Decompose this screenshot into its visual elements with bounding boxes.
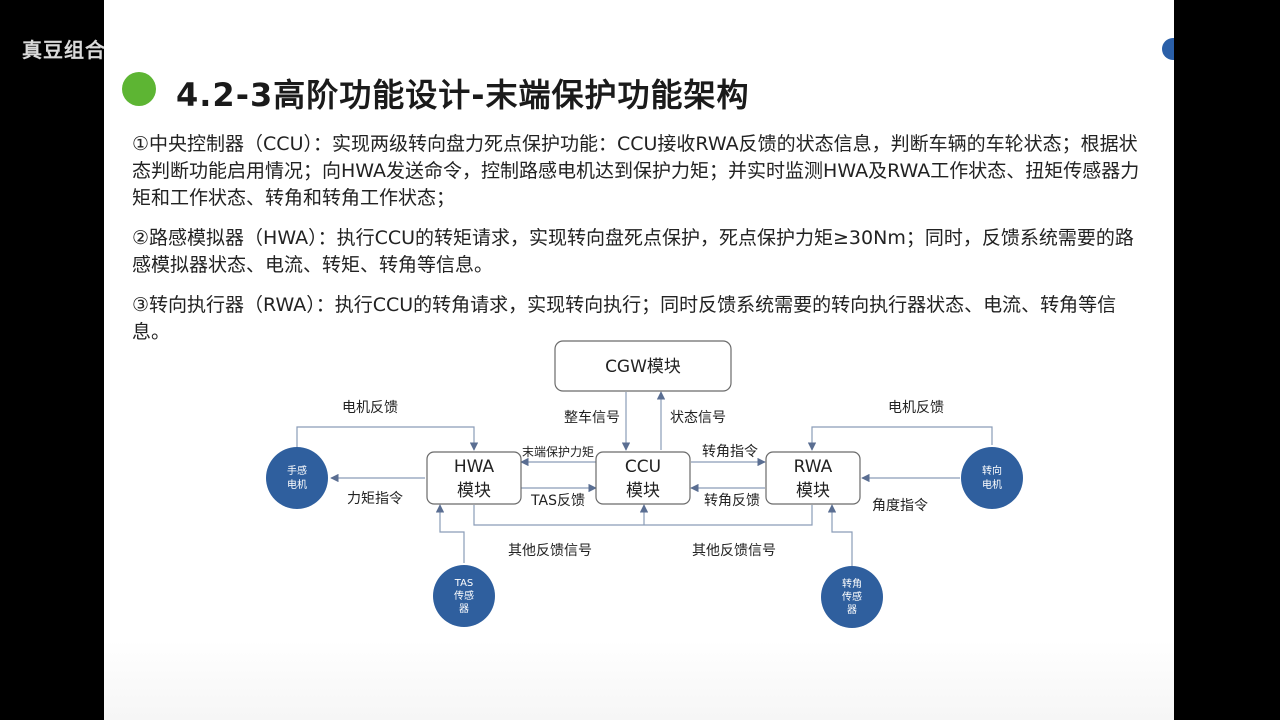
node-angle-sensor-line1: 转角 bbox=[842, 577, 862, 590]
node-hand-motor: 手感 电机 bbox=[266, 447, 328, 509]
diagram-edge-labels: 电机反馈 电机反馈 整车信号 状态信号 末端保护力矩 转角指令 TAS反馈 转角… bbox=[342, 400, 944, 559]
label-end-protection-torque: 末端保护力矩 bbox=[522, 445, 594, 459]
label-status-signal: 状态信号 bbox=[670, 410, 726, 426]
node-cgw: CGW模块 bbox=[554, 340, 732, 392]
node-hand-motor-line1: 手感 bbox=[287, 464, 307, 477]
node-cgw-label: CGW模块 bbox=[605, 357, 681, 377]
node-steer-motor: 转向 电机 bbox=[961, 447, 1023, 509]
edge-motor-feedback-left bbox=[296, 426, 479, 451]
node-ccu-line2: 模块 bbox=[626, 481, 660, 501]
node-hwa-line2: 模块 bbox=[457, 481, 491, 501]
title-bullet-icon bbox=[122, 72, 156, 106]
edge-motor-feedback-right bbox=[807, 426, 993, 451]
node-angle-sensor: 转角 传感 器 bbox=[821, 566, 883, 628]
label-vehicle-signal: 整车信号 bbox=[564, 409, 620, 426]
label-steer-angle-cmd: 转角指令 bbox=[702, 444, 758, 460]
paragraph-hwa: ②路感模拟器（HWA）：执行CCU的转矩请求，实现转向盘死点保护，死点保护力矩≥… bbox=[132, 227, 1134, 276]
watermark-text: 真豆组合 bbox=[22, 38, 106, 62]
node-steer-motor-line1: 转向 bbox=[982, 464, 1002, 477]
slide: 4.2-3高阶功能设计-末端保护功能架构 ①中央控制器（CCU）：实现两级转向盘… bbox=[104, 0, 1174, 720]
diagram-edges bbox=[296, 391, 993, 567]
node-ccu-line1: CCU bbox=[625, 457, 661, 477]
node-ccu: CCU 模块 bbox=[595, 451, 691, 505]
label-torque-cmd: 力矩指令 bbox=[347, 491, 403, 507]
label-angle-degree-cmd: 角度指令 bbox=[872, 498, 928, 514]
label-tas-feedback: TAS反馈 bbox=[530, 493, 585, 509]
edge-other-feedback-bus bbox=[473, 505, 813, 526]
node-hwa: HWA 模块 bbox=[426, 451, 522, 505]
architecture-diagram: 电机反馈 电机反馈 整车信号 状态信号 末端保护力矩 转角指令 TAS反馈 转角… bbox=[266, 340, 1023, 628]
edge-angle-sensor-link bbox=[827, 504, 853, 567]
label-other-feedback-left: 其他反馈信号 bbox=[508, 543, 592, 559]
node-rwa-line2: 模块 bbox=[796, 481, 830, 501]
node-angle-sensor-line2: 传感 bbox=[842, 590, 862, 603]
node-tas-sensor-line1: TAS bbox=[454, 578, 474, 589]
label-angle-feedback: 转角反馈 bbox=[704, 493, 760, 509]
node-rwa: RWA 模块 bbox=[765, 451, 861, 505]
node-hwa-line1: HWA bbox=[454, 457, 495, 477]
node-steer-motor-line2: 电机 bbox=[982, 478, 1002, 491]
edge-tas-sensor-link bbox=[435, 504, 465, 563]
label-motor-feedback-right: 电机反馈 bbox=[888, 400, 944, 416]
paragraph-rwa: ③转向执行器（RWA）：执行CCU的转角请求，实现转向执行；同时反馈系统需要的转… bbox=[132, 294, 1117, 343]
node-angle-sensor-line3: 器 bbox=[847, 604, 857, 616]
node-rwa-line1: RWA bbox=[794, 457, 833, 477]
label-other-feedback-right: 其他反馈信号 bbox=[692, 543, 776, 559]
label-motor-feedback-left: 电机反馈 bbox=[342, 400, 398, 416]
node-tas-sensor-line3: 器 bbox=[459, 603, 469, 615]
paragraph-ccu: ①中央控制器（CCU）：实现两级转向盘力死点保护功能：CCU接收RWA反馈的状态… bbox=[132, 133, 1140, 209]
slide-bottom-fade bbox=[104, 640, 1174, 720]
node-hand-motor-line2: 电机 bbox=[287, 478, 307, 491]
slide-title: 4.2-3高阶功能设计-末端保护功能架构 bbox=[176, 76, 750, 114]
logo-icon bbox=[1162, 38, 1174, 60]
node-tas-sensor: TAS 传感 器 bbox=[433, 565, 495, 627]
node-tas-sensor-line2: 传感 bbox=[454, 589, 474, 602]
